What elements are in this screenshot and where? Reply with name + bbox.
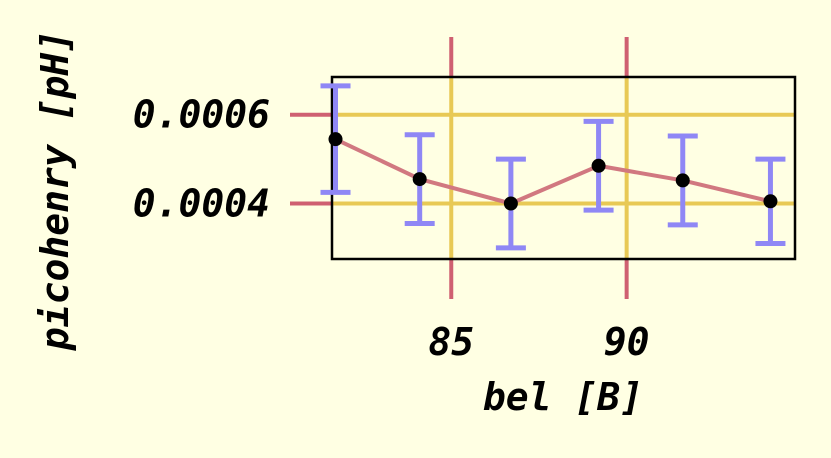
data-point: [675, 173, 690, 188]
grid-layer: [332, 77, 795, 259]
data-point: [503, 196, 518, 211]
tick-layer: 0.0004 0.0006 85 90: [133, 37, 650, 364]
data-point: [763, 194, 778, 209]
data-point: [412, 172, 427, 187]
data-point: [328, 132, 343, 147]
y-tick-label: 0.0006: [133, 93, 270, 137]
y-axis-label: picohenry [pH]: [33, 30, 77, 351]
data-point: [591, 158, 606, 173]
x-tick-label: 90: [604, 320, 650, 364]
plot-frame: [330, 75, 797, 261]
series-layer: [320, 83, 786, 251]
x-tick-label: 85: [428, 320, 474, 364]
x-axis-label: bel [B]: [483, 375, 643, 419]
series-line: [334, 137, 771, 206]
y-tick-label: 0.0004: [133, 182, 270, 226]
